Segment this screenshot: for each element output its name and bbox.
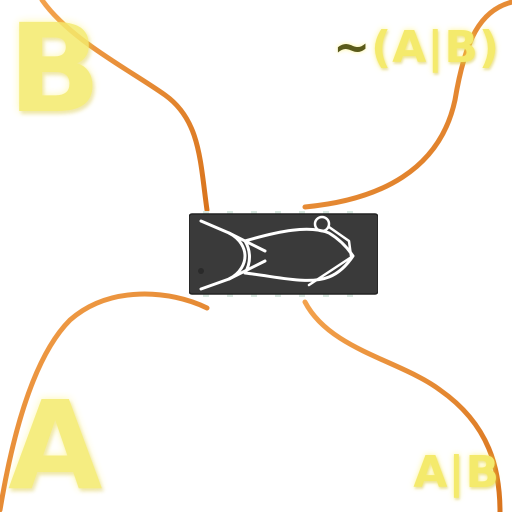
nor-gate-symbol-icon [199, 215, 355, 291]
chip-pins-bottom [203, 293, 353, 297]
wire-input-a [0, 291, 210, 512]
wire-output-bottom [302, 299, 503, 512]
ic-chip [189, 211, 378, 297]
nor-inner-label: (A|B) [371, 22, 500, 73]
not-operator-label: ~ [333, 22, 372, 73]
nor-expression-label: ~(A|B) [333, 22, 500, 73]
or-expression-label: A|B [413, 447, 500, 498]
chip-notch [198, 268, 204, 274]
wire-output-top [302, 0, 512, 210]
wire-input-b [39, 0, 210, 213]
chip-pins-top [203, 211, 353, 215]
input-b-label: B [8, 0, 101, 140]
input-a-label: A [8, 375, 103, 512]
